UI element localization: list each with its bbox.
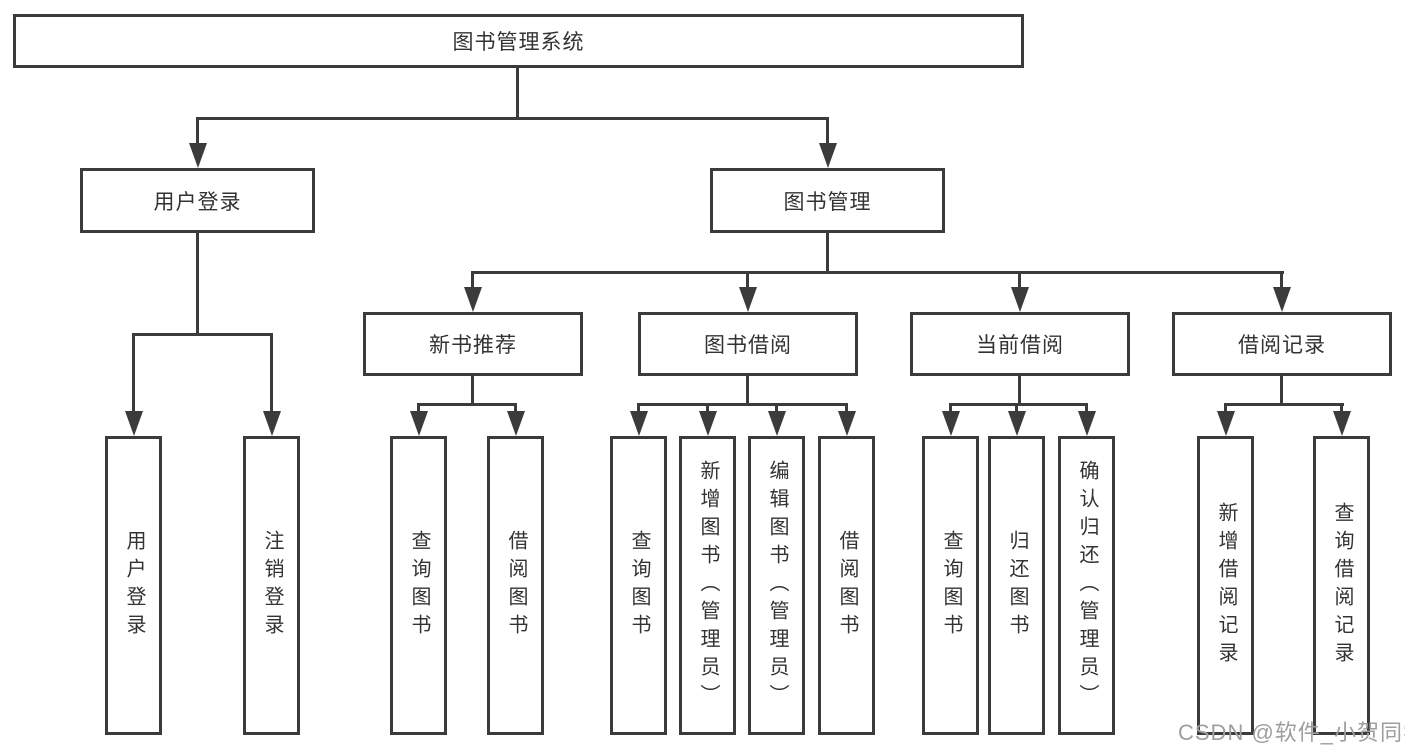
leaf-query-borrow-record: 查询借阅记录 (1313, 436, 1370, 735)
connector-line (706, 403, 709, 413)
leaf-query-books-current: 查询图书 (922, 436, 979, 735)
connector-line (132, 333, 273, 336)
node-current-borrowing: 当前借阅 (910, 312, 1130, 376)
connector-arrowhead-down (410, 411, 428, 436)
leaf-confirm-return-admin: 确认归还（管理员） (1058, 436, 1115, 735)
connector-arrowhead-down (838, 411, 856, 436)
connector-arrowhead-down (1273, 287, 1291, 312)
connector-line (1280, 376, 1283, 405)
connector-line (746, 376, 749, 405)
leaf-return-books: 归还图书 (988, 436, 1045, 735)
connector-line (949, 403, 952, 413)
connector-arrowhead-down (1078, 411, 1096, 436)
connector-line (1224, 403, 1344, 406)
connector-arrowhead-down (768, 411, 786, 436)
leaf-query-books-borrow: 查询图书 (610, 436, 667, 735)
connector-line (132, 333, 135, 411)
connector-line (417, 403, 517, 406)
connector-line (746, 271, 749, 288)
node-borrowing-records: 借阅记录 (1172, 312, 1392, 376)
csdn-watermark: CSDN @软件_小贺同学 (1178, 720, 1405, 745)
leaf-add-borrow-record: 新增借阅记录 (1197, 436, 1254, 735)
connector-line (196, 233, 199, 335)
leaf-edit-books-admin: 编辑图书（管理员） (748, 436, 805, 735)
connector-arrowhead-down (464, 287, 482, 312)
connector-arrowhead-down (819, 143, 837, 168)
connector-line (845, 403, 848, 413)
connector-arrowhead-down (189, 143, 207, 168)
connector-line (1280, 271, 1283, 288)
connector-line (516, 68, 519, 117)
connector-line (196, 117, 829, 120)
connector-line (471, 271, 1284, 274)
connector-line (637, 403, 848, 406)
connector-line (196, 117, 199, 144)
connector-arrowhead-down (125, 411, 143, 436)
leaf-query-books-recommend: 查询图书 (390, 436, 447, 735)
connector-line (1340, 403, 1343, 413)
leaf-user-login: 用户登录 (105, 436, 162, 735)
connector-line (471, 271, 474, 288)
connector-line (775, 403, 778, 413)
leaf-add-books-admin: 新增图书（管理员） (679, 436, 736, 735)
leaf-borrow-books-recommend: 借阅图书 (487, 436, 544, 735)
connector-line (826, 117, 829, 144)
connector-line (826, 233, 829, 273)
connector-line (471, 376, 474, 405)
connector-arrowhead-down (263, 411, 281, 436)
node-book-management: 图书管理 (710, 168, 945, 233)
connector-arrowhead-down (942, 411, 960, 436)
connector-line (1018, 271, 1021, 288)
connector-line (1224, 403, 1227, 413)
connector-arrowhead-down (1008, 411, 1026, 436)
connector-line (1085, 403, 1088, 413)
node-new-book-recommendation: 新书推荐 (363, 312, 583, 376)
connector-arrowhead-down (739, 287, 757, 312)
leaf-borrow-books: 借阅图书 (818, 436, 875, 735)
node-book-borrowing: 图书借阅 (638, 312, 858, 376)
connector-line (949, 403, 1088, 406)
connector-line (417, 403, 420, 413)
connector-line (514, 403, 517, 413)
node-root: 图书管理系统 (13, 14, 1024, 68)
node-user-login: 用户登录 (80, 168, 315, 233)
connector-line (270, 333, 273, 411)
connector-arrowhead-down (1333, 411, 1351, 436)
connector-arrowhead-down (630, 411, 648, 436)
connector-line (1018, 376, 1021, 405)
connector-line (637, 403, 640, 413)
connector-arrowhead-down (507, 411, 525, 436)
connector-arrowhead-down (1217, 411, 1235, 436)
connector-line (1015, 403, 1018, 413)
connector-arrowhead-down (1011, 287, 1029, 312)
leaf-logout: 注销登录 (243, 436, 300, 735)
connector-arrowhead-down (699, 411, 717, 436)
